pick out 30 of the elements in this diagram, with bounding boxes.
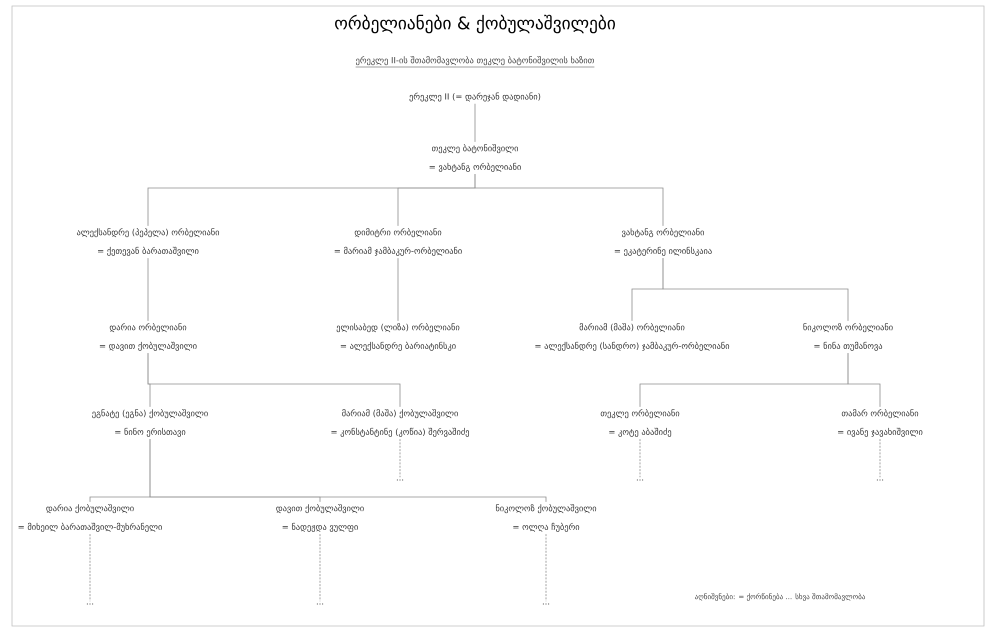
person-label: დარია ქობულაშვილი = მიხეილ ბარათაშვილ-მუხრანელი bbox=[18, 504, 162, 532]
ellipsis-text: ... bbox=[396, 479, 404, 481]
connector-line bbox=[662, 258, 848, 322]
connector-line bbox=[150, 438, 546, 502]
connector-line bbox=[474, 174, 664, 226]
person-label: თეკლე ბატონიშვილი = ვახტანგ ორბელიანი bbox=[430, 144, 521, 172]
connector-line bbox=[848, 352, 880, 408]
ellipsis-text: ... bbox=[636, 479, 644, 481]
person-label: დიმიტრი ორბელიანი = მარიამ ჯამბაკურ-ორბელიანი bbox=[334, 228, 462, 256]
person-label: ელისაბედ (ლიზა) ორბელიანი = ალექსანდრე ბარიატინსკი bbox=[336, 323, 460, 351]
person-label: მარიამ (მაშა) ქობულაშვილი = კონსტანტინე (კოწია) შერვაშიძე bbox=[331, 409, 469, 437]
person-label: ერეკლე II (= დარეჯან დადიანი) bbox=[410, 92, 540, 102]
subtitle: ერეკლე II-ის შთამომავლობა თეკლე ბატონიშვილის ხაზით bbox=[355, 56, 595, 68]
ellipsis-text: ... bbox=[876, 479, 884, 481]
ellipsis-text: ... bbox=[316, 603, 324, 605]
person-label: დარია ორბელიანი = დავით ქობულაშვილი bbox=[100, 323, 197, 351]
person-label: დავით ქობულაშვილი = ნადეჟდა ვულფი bbox=[276, 504, 364, 532]
connector-line bbox=[474, 103, 476, 142]
connector-line bbox=[148, 352, 400, 408]
title: ორბელიანები & ქობულაშვილები bbox=[335, 14, 615, 34]
person-label: თეკლე ორბელიანი = კოტე აბაშიძე bbox=[600, 409, 680, 437]
person-label: მარიამ (მაშა) ორბელიანი = ალექსანდრე (სანდრო) ჯამბაკურ-ორბელიანი bbox=[535, 323, 730, 351]
ellipsis-text: ... bbox=[86, 603, 94, 605]
person-label: ვახტანგ ორბელიანი = ეკატერინე ილინსკაია bbox=[614, 228, 712, 256]
person-label: ნიკოლოზ ქობულაშვილი = ოლღა ჩუბერი bbox=[496, 504, 596, 532]
person-label: თამარ ორბელიანი = ივანე ჯავახიშვილი bbox=[838, 409, 922, 437]
ellipsis-text: ... bbox=[542, 603, 550, 605]
person-label: ეგნატე (ეგნა) ქობულაშვილი = ნინო ერისთავი bbox=[92, 409, 208, 437]
person-label: ალექსანდრე (პეპელა) ორბელიანი = ქეთევან ბარათაშვილი bbox=[76, 228, 220, 256]
person-label: ნიკოლოზ ორბელიანი = ნინა თუმანოვა bbox=[803, 323, 893, 351]
